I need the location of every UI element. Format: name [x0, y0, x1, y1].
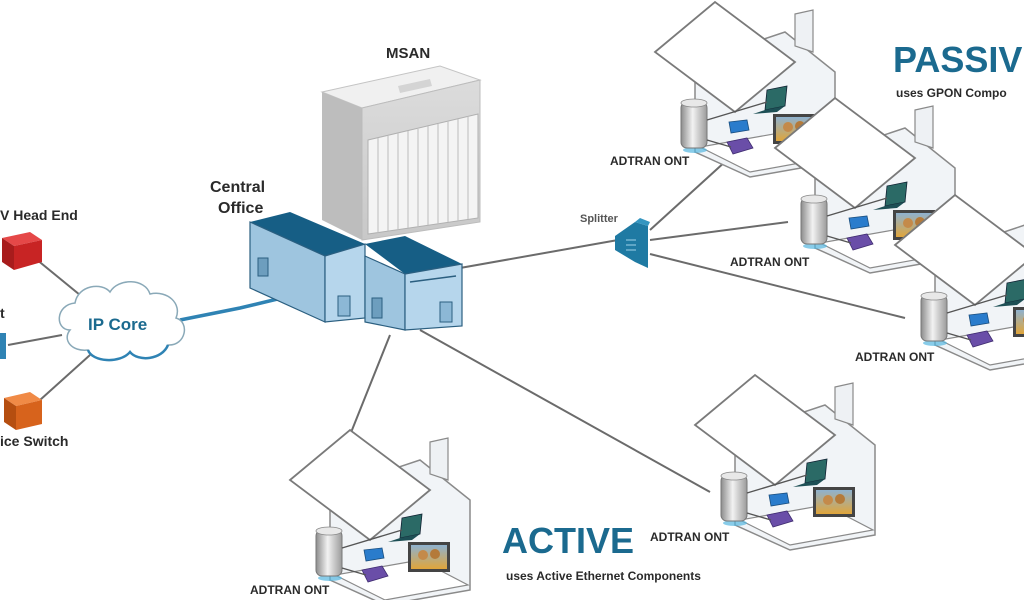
- link-co-active2: [419, 329, 711, 493]
- ont-label: ADTRAN ONT: [650, 530, 730, 544]
- central-office-node[interactable]: Central Office: [210, 179, 463, 331]
- passive-home-2[interactable]: ADTRAN ONT: [730, 97, 956, 274]
- voice-switch-label: ice Switch: [0, 433, 68, 449]
- active-home-1[interactable]: ADTRAN ONT: [250, 429, 471, 600]
- ont-label: ADTRAN ONT: [730, 255, 810, 269]
- passive-home-1[interactable]: ADTRAN ONT: [610, 1, 836, 178]
- link-ipcore-centraloffice: [179, 294, 291, 322]
- splitter-label: Splitter: [580, 213, 619, 225]
- active-home-2[interactable]: ADTRAN ONT: [650, 374, 876, 551]
- ont-label: ADTRAN ONT: [855, 350, 935, 364]
- msan-node[interactable]: MSAN: [320, 45, 482, 241]
- active-subtitle: uses Active Ethernet Components: [506, 569, 701, 583]
- voice-switch-node[interactable]: ice Switch: [0, 392, 68, 449]
- central-office-label-line2: Office: [218, 200, 263, 217]
- internet-node[interactable]: t: [0, 305, 6, 359]
- orange-cube-icon: [4, 392, 42, 430]
- central-office-label-line1: Central: [210, 179, 265, 196]
- link-voiceswitch-ipcore: [39, 354, 91, 401]
- blue-box-icon: [0, 333, 6, 359]
- msan-chassis-icon: [320, 65, 482, 241]
- ip-core-label: IP Core: [88, 315, 147, 334]
- splitter-node[interactable]: Splitter: [580, 213, 650, 268]
- ont-label: ADTRAN ONT: [610, 154, 690, 168]
- link-co-active1: [347, 334, 391, 441]
- tv-head-end-label: V Head End: [0, 207, 78, 223]
- splitter-icon: [615, 218, 650, 268]
- link-co-splitter: [459, 239, 619, 269]
- link-internet-ipcore: [7, 334, 63, 346]
- ip-core-node[interactable]: IP Core: [58, 281, 186, 362]
- link-splitter-passive2: [649, 221, 789, 241]
- link-splitter-passive3: [649, 253, 906, 319]
- building-icon: [249, 212, 463, 331]
- ont-label: ADTRAN ONT: [250, 583, 330, 597]
- passive-group-heading: PASSIVE uses GPON Compo: [893, 39, 1024, 100]
- red-cube-icon: [2, 232, 42, 270]
- passive-subtitle: uses GPON Compo: [896, 86, 1007, 100]
- tv-head-end-node[interactable]: V Head End: [0, 207, 78, 270]
- cloud-icon: [58, 281, 186, 362]
- passive-title: PASSIVE: [893, 39, 1024, 80]
- active-group-heading: ACTIVE uses Active Ethernet Components: [502, 520, 701, 583]
- internet-label: t: [0, 305, 5, 321]
- msan-label: MSAN: [386, 45, 430, 62]
- active-title: ACTIVE: [502, 520, 634, 561]
- passive-home-3[interactable]: ADTRAN ONT: [855, 194, 1024, 371]
- links: [7, 149, 906, 493]
